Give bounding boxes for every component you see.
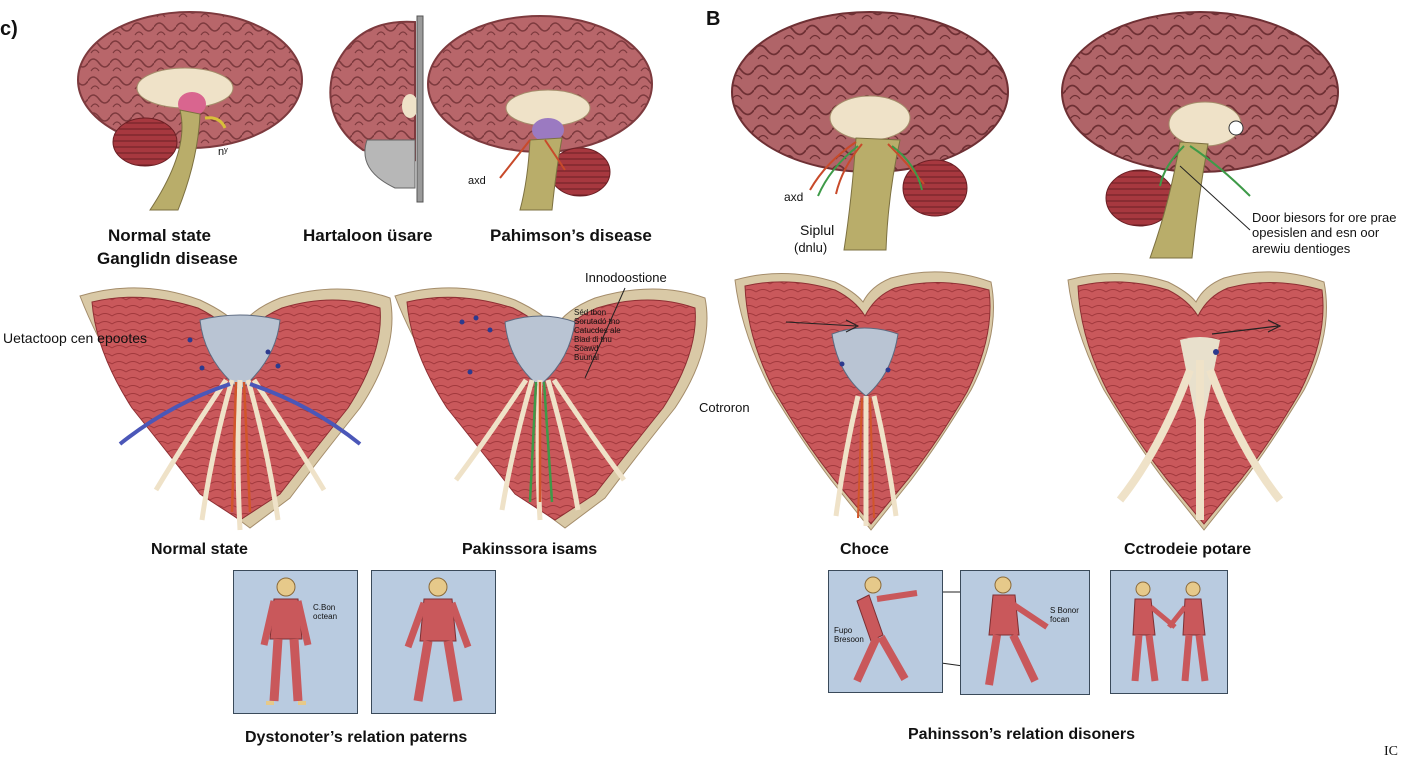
corner-mark: IC xyxy=(1384,744,1398,759)
brain-annotation-axd-b: axd xyxy=(784,190,804,204)
figure-box-4 xyxy=(960,570,1090,695)
figure-note-fupo: Fupo Bresoon xyxy=(834,626,864,644)
section-label-normal-state: Normal state xyxy=(151,541,248,558)
caption-panel-b: Pahinsson’s relation disoners xyxy=(908,726,1136,743)
figure-note-s-bonor: S Bonor focan xyxy=(1050,606,1079,624)
section-label-choce: Choce xyxy=(840,541,889,558)
brain-b-right-illustration xyxy=(1061,11,1339,259)
section-label-cctrodeie: Cctrodeie potare xyxy=(1124,541,1252,558)
brain-annotation-pi: nʸ xyxy=(218,146,228,158)
brain-label-hartaloon: Hartaloon üsare xyxy=(303,226,433,245)
muscle-figure-icon xyxy=(260,577,312,705)
brain-note-line-1: Door biesors for ore prae xyxy=(1252,210,1397,225)
figure-box-3 xyxy=(828,570,943,693)
caption-panel-c: Dystonoter’s relation paterns xyxy=(245,729,468,746)
brain-normal-illustration xyxy=(77,11,303,211)
figure-note-c-bon: C.Bon octean xyxy=(313,603,338,621)
section-annotation-tiny-notes: Séd tbon Sorutadó tno Catucdes ale Biad … xyxy=(574,308,621,362)
section-normal-illustration xyxy=(79,287,393,531)
brain-annotation-siplul-sub: (dnlu) xyxy=(794,240,828,255)
section-label-pakinssora: Pakinssora isams xyxy=(462,541,598,558)
section-annotation-innodoostione: Innodoostione xyxy=(585,270,667,285)
figure-box-2 xyxy=(371,570,496,714)
walking-figure-icon xyxy=(853,576,918,683)
panel-letter-c: c) xyxy=(0,18,18,40)
panel-letter-b: B xyxy=(706,8,721,30)
section-parkinsons-illustration xyxy=(394,287,708,529)
figure-box-1 xyxy=(233,570,358,714)
brain-half-illustration xyxy=(329,15,424,203)
section-annotation-cotroron: Cotroron xyxy=(699,400,750,415)
brain-parkinsons-illustration xyxy=(427,15,653,211)
brain-annotation-siplul: Siplul xyxy=(800,222,835,238)
section-choce-illustration xyxy=(734,271,994,531)
brain-label-normal-state: Normal state xyxy=(108,226,211,245)
brain-b-left-illustration xyxy=(731,11,1009,251)
section-annotation-left: Uetactoop cen epootes xyxy=(3,330,147,346)
muscle-figure-icon xyxy=(404,577,472,702)
brain-note-line-2: opesislen and esn oor xyxy=(1252,225,1380,240)
section-cctrodeie-illustration xyxy=(1067,271,1327,531)
brain-note-line-3: arewiu dentioges xyxy=(1252,241,1351,256)
brain-label-parkinsons: Pahimson’s disease xyxy=(490,226,652,245)
brain-label-ganglion-disease: Ganglidn disease xyxy=(97,249,238,268)
brain-annotation-axd: axd xyxy=(468,175,486,187)
figure-box-5 xyxy=(1110,570,1228,694)
walking-figure-icon xyxy=(985,576,1049,686)
paired-figures-icon xyxy=(1131,581,1209,682)
